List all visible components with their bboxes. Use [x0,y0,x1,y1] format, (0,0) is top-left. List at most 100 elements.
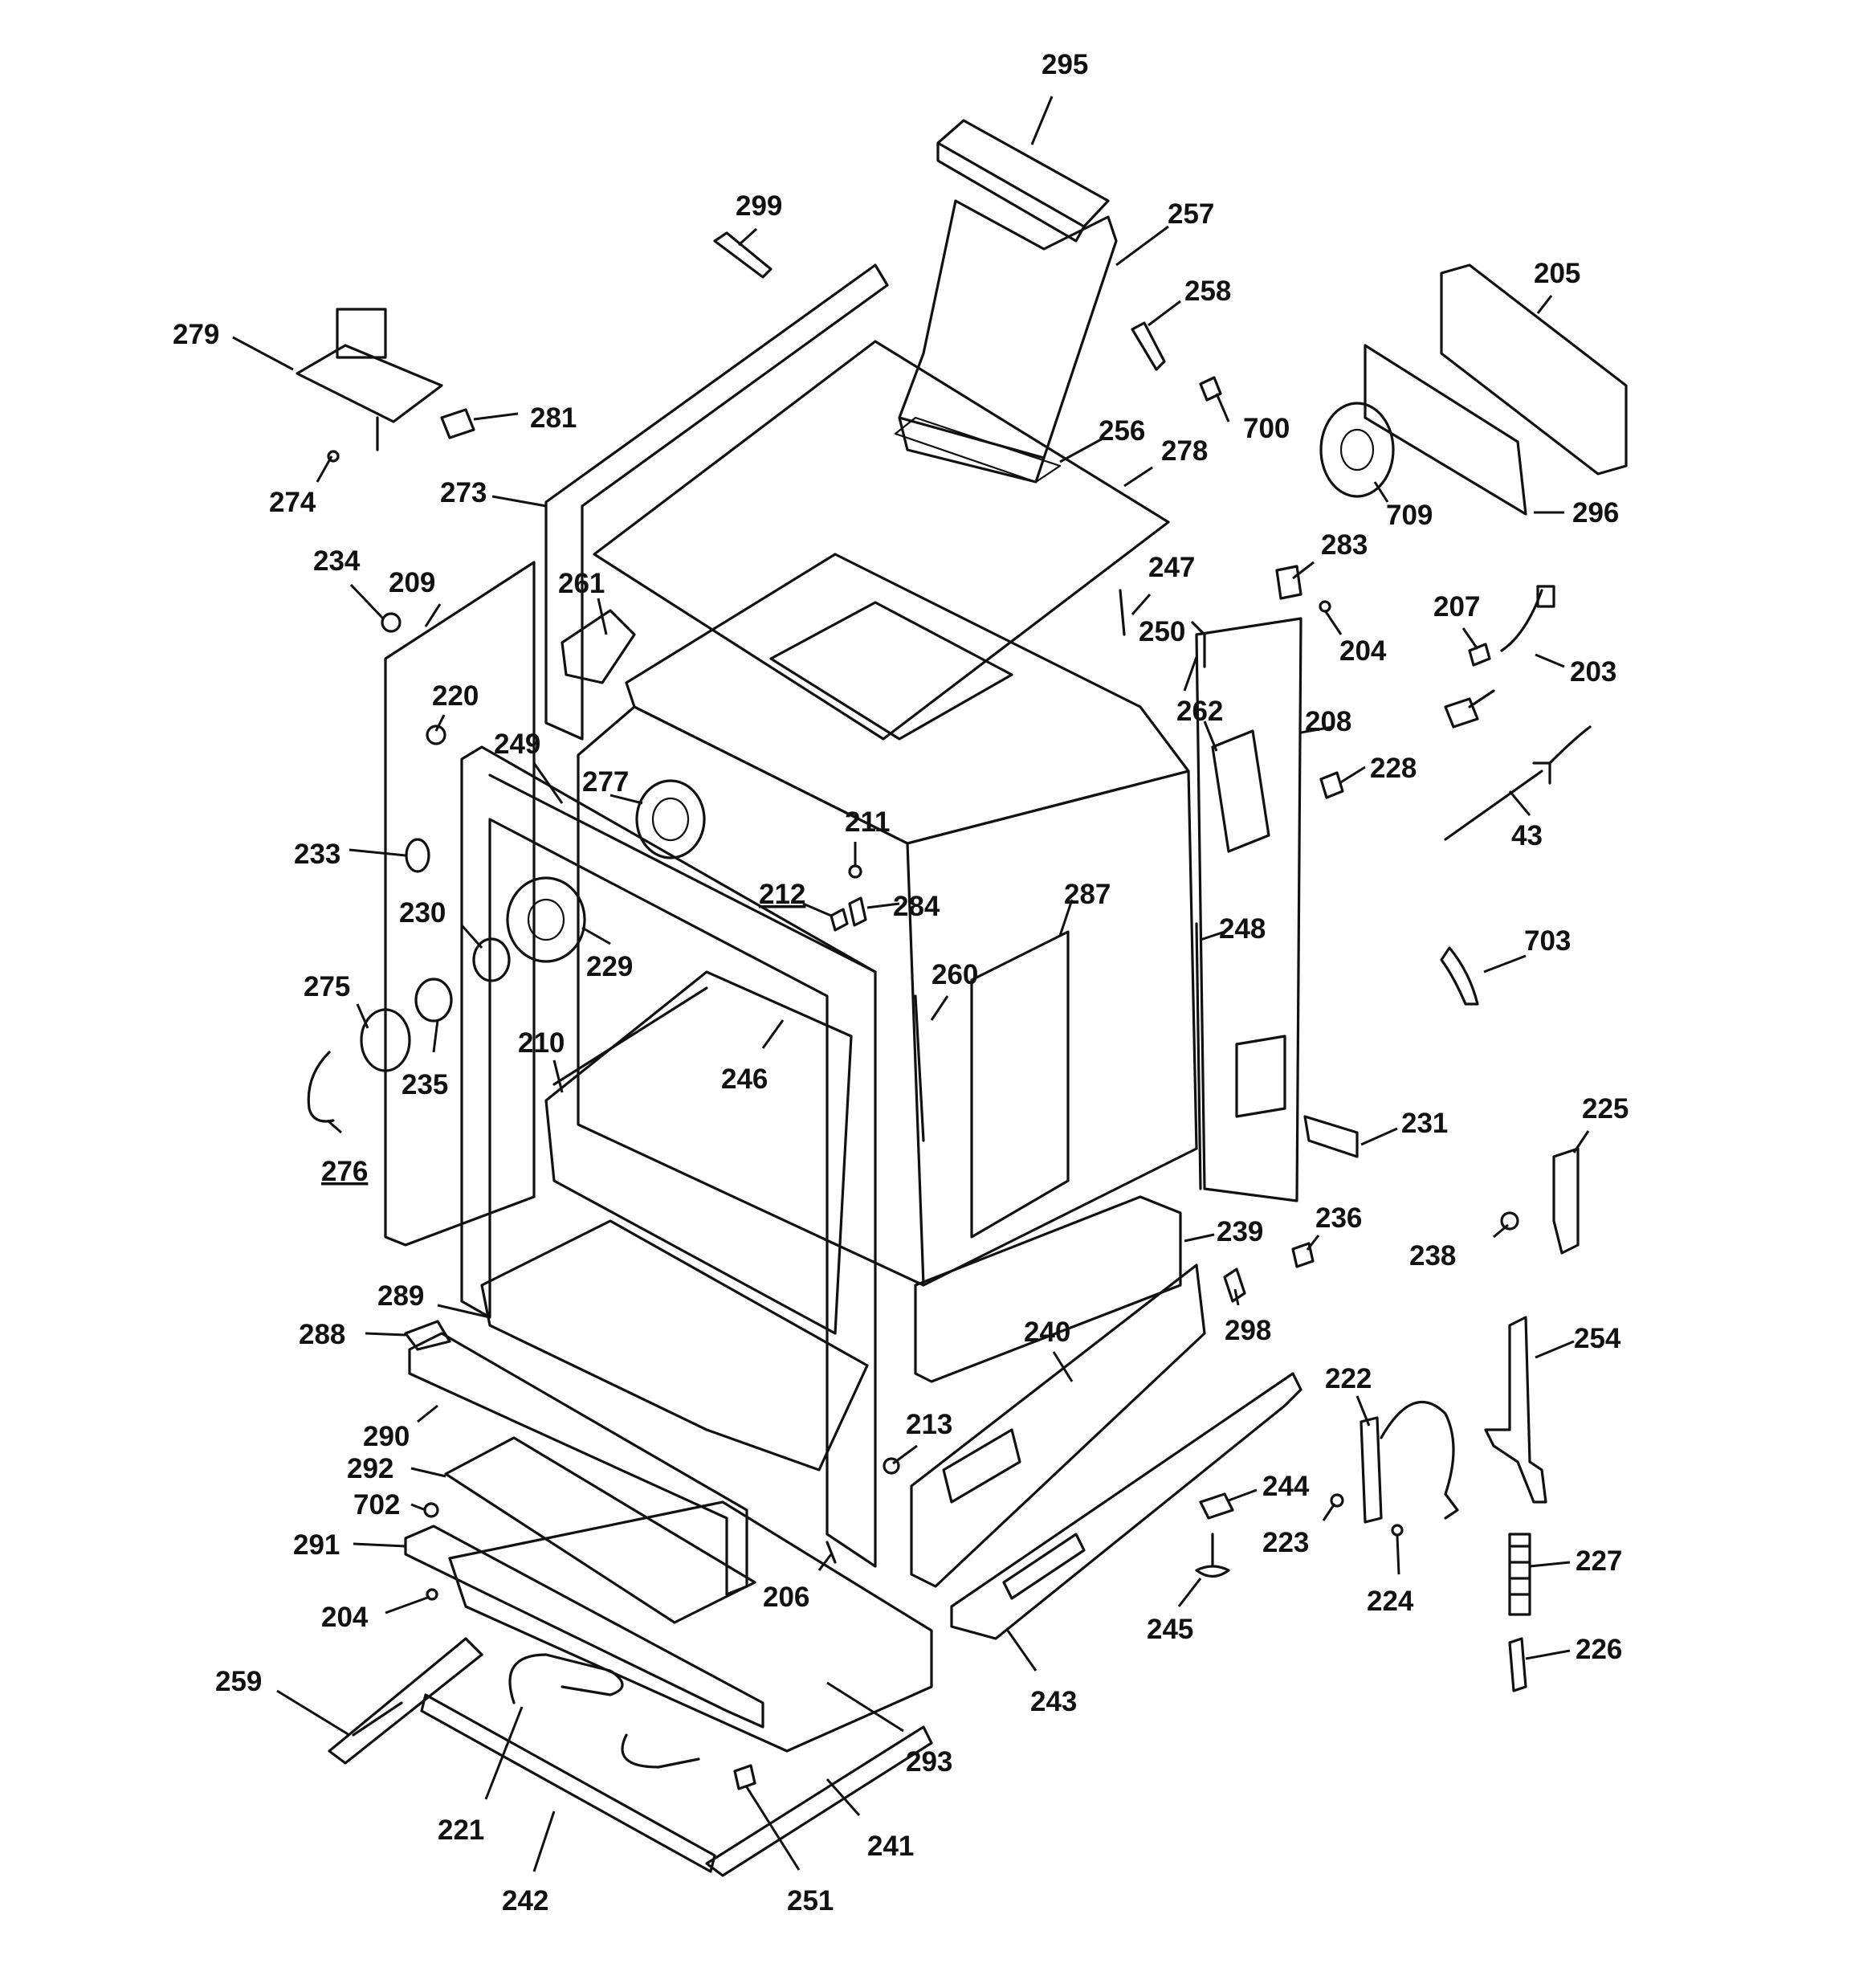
part-258-clip [1131,321,1166,371]
callout-226: 226 [1576,1634,1622,1665]
callout-284: 284 [893,891,940,922]
part-211-screw [848,864,862,879]
part-238-part [1500,1211,1519,1231]
part-205-rear-cover [1440,263,1628,476]
part-236-clip [1291,1242,1315,1268]
callout-204: 204 [1339,635,1387,667]
callout-276: 276 [321,1156,368,1187]
callout-245: 245 [1147,1614,1193,1645]
part-207-connector [1468,643,1491,667]
part-oven-cavity-top [625,553,1190,845]
part-295-vent-cap [936,119,1110,243]
callout-275: 275 [304,971,350,1002]
callout-702: 702 [353,1489,400,1521]
part-250-bracket [1191,621,1206,668]
part-257-vent-duct [898,199,1118,484]
part-oven-cavity-body [577,705,1198,1287]
part-261-bracket [561,609,636,684]
part-251-clip [733,1764,756,1790]
part-204-screw-lower [426,1588,438,1601]
callout-293: 293 [906,1746,952,1778]
part-246-door-opening [544,970,853,1335]
callout-206: 206 [763,1582,809,1613]
part-291-lower-panel [404,1525,764,1729]
callout-231: 231 [1401,1108,1448,1139]
callout-260: 260 [932,959,978,990]
part-277-grommet [635,779,706,859]
part-275-lens [360,1008,411,1072]
part-284-clip [848,896,867,927]
part-281-switch [440,408,475,439]
part-213-clip [883,1457,900,1475]
part-248-rail [1195,922,1202,1190]
part-244-clip [1199,1492,1234,1520]
callout-234: 234 [313,545,361,577]
part-209-left-side-panel [384,561,536,1247]
callout-290: 290 [363,1421,410,1452]
callout-227: 227 [1576,1545,1622,1577]
part-225-bracket [1552,1147,1580,1255]
callout-273: 273 [440,477,487,508]
part-234-clip [381,612,402,633]
part-224-washer [1391,1524,1404,1537]
part-245-leveling-leg [1195,1533,1230,1578]
part-287-side-insulation [970,930,1070,1239]
callout-295: 295 [1042,49,1088,80]
callout-204-lower: 204 [321,1602,369,1633]
part-278-top-insulation [593,340,1170,741]
part-292-insulation [444,1436,756,1624]
part-239-bottom-box [914,1195,1182,1383]
part-262-bracket [1211,729,1270,853]
callout-213: 213 [906,1409,952,1440]
part-206-screw [826,1541,837,1564]
part-709-gasket [1319,402,1395,498]
part-43-sensor [1444,725,1592,841]
callout-258: 258 [1184,276,1231,307]
callout-211: 211 [845,806,890,838]
part-240-front-rail [910,1263,1206,1588]
callout-287: 287 [1064,879,1111,910]
callout-298: 298 [1225,1315,1271,1346]
callout-241: 241 [867,1831,914,1862]
callout-205: 205 [1534,258,1580,289]
part-front-frame [460,745,877,1568]
part-298-clip [1223,1268,1246,1303]
callout-244: 244 [1262,1471,1310,1502]
part-260-rail [914,994,925,1142]
callout-238: 238 [1409,1240,1456,1272]
part-247-bracket [1119,589,1126,636]
part-702-screw [423,1502,439,1518]
callout-240: 240 [1024,1316,1070,1348]
part-293-bottom-tray [448,1500,933,1753]
callout-203: 203 [1570,656,1616,688]
callout-208: 208 [1305,706,1351,737]
part-700-clip [1199,376,1222,402]
part-299-bracket [713,231,773,279]
part-241-front-trim [705,1725,933,1877]
callout-236: 236 [1315,1202,1362,1234]
callout-288: 288 [299,1319,345,1350]
part-243-bottom-rail [950,1372,1302,1640]
callout-243: 243 [1030,1686,1077,1717]
callout-242: 242 [502,1885,548,1917]
part-276-wire-clip [307,1051,335,1123]
part-221-element [508,1653,700,1769]
callout-254: 254 [1574,1323,1621,1354]
callout-224: 224 [1367,1586,1414,1617]
part-228-clip [1319,771,1344,799]
callout-labels: 295 299 257 258 205 279 281 700 256 278 … [173,49,1629,1917]
part-230-socket [472,937,511,982]
part-256-duct-base [894,416,1062,484]
part-223-screw [1330,1493,1344,1508]
part-235-bulb [414,978,453,1023]
part-212-clip [830,908,849,932]
part-242-rail [420,1693,716,1873]
callout-239: 239 [1217,1216,1263,1247]
part-703-bracket [1440,946,1479,1006]
callout-292: 292 [347,1453,393,1484]
callout-210: 210 [518,1027,565,1059]
callout-256: 256 [1099,415,1145,447]
part-231-bracket [1303,1115,1359,1158]
callout-262: 262 [1176,696,1223,727]
callout-259: 259 [215,1666,262,1697]
